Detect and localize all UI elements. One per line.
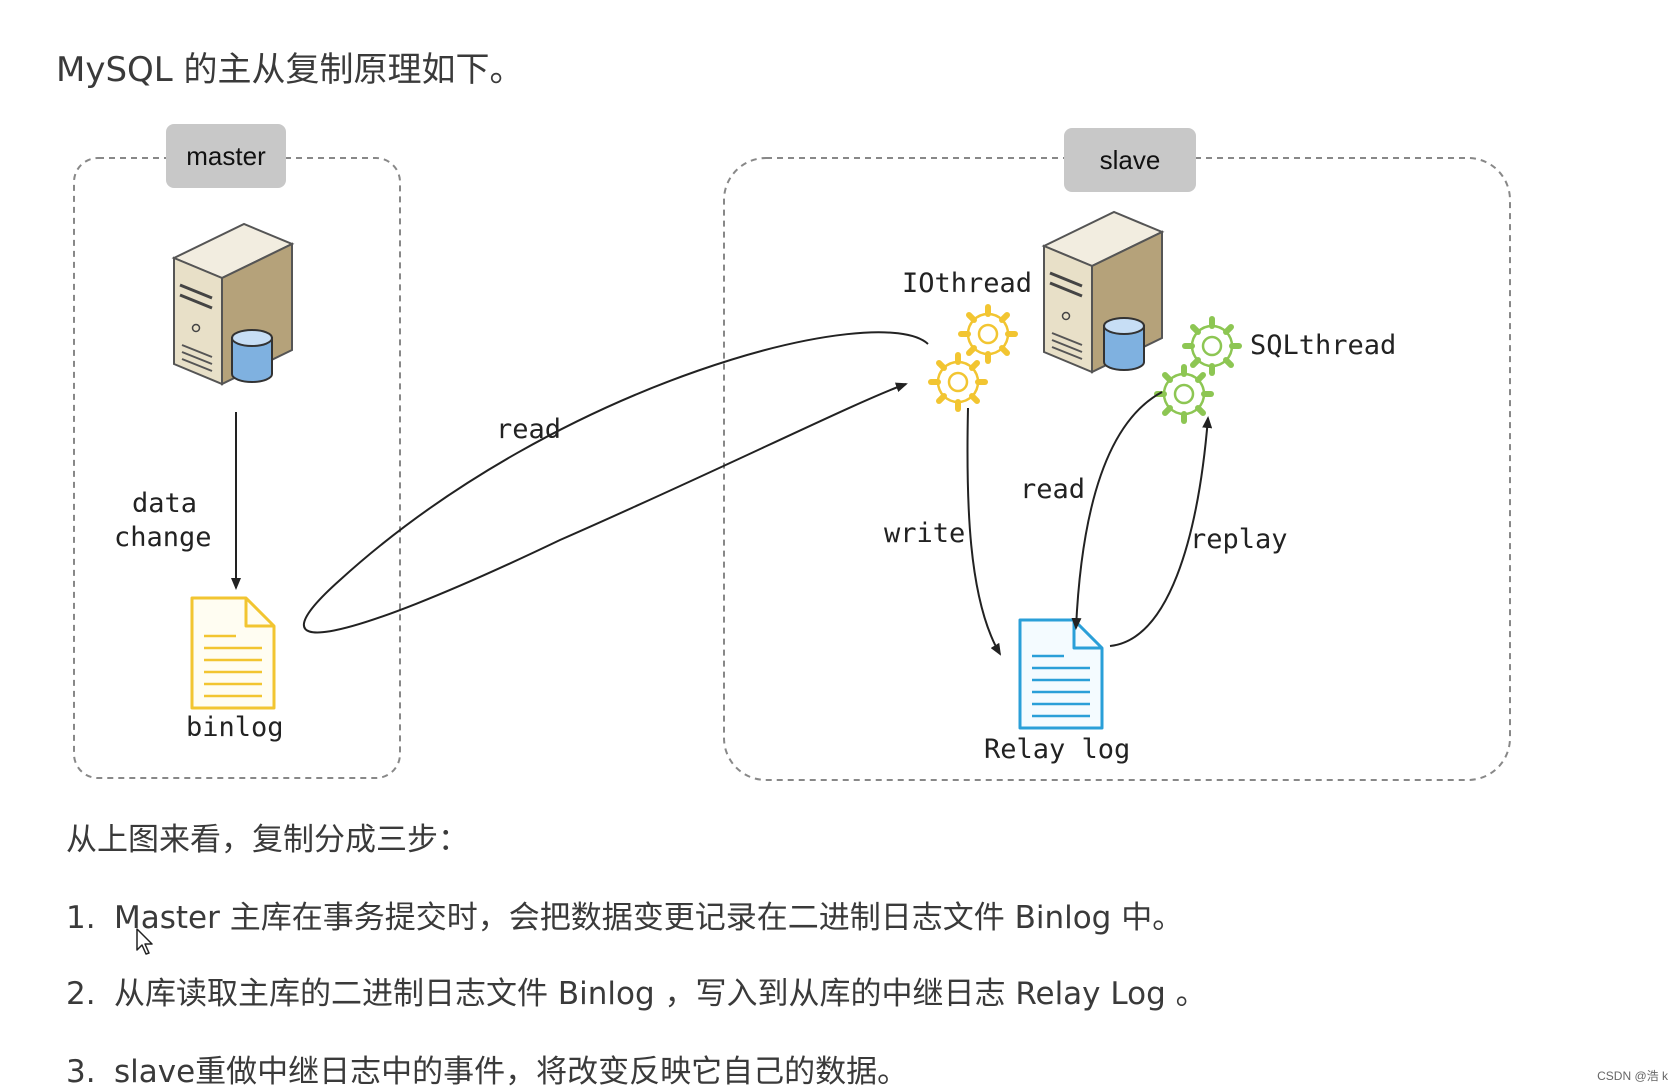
step-1-text: Master 主库在事务提交时，会把数据变更记录在二进制日志文件 Binlog … [114,900,1184,936]
step-3-number: 3. [66,1054,96,1090]
step-2-text: 从库读取主库的二进制日志文件 Binlog ，写入到从库的中继日志 Relay … [114,976,1207,1012]
step-1-number: 1. [66,900,96,936]
relay-log-file-icon [1018,618,1104,730]
watermark: CSDN @浩 k [1597,1069,1668,1083]
write-relay-arrow [966,407,1002,656]
binlog-label: binlog [186,712,284,743]
io-thread-label: IOthread [902,268,1033,299]
summary-text: 从上图来看，复制分成三步： [66,822,469,858]
step-2-number: 2. [66,976,96,1012]
mouse-cursor-icon [136,928,153,955]
sql-read-relay-arrow [1071,391,1163,630]
io-thread-gear-icon [928,304,1018,412]
step-3: 3. slave重做中继日志中的事件，将改变反映它自己的数据。 [66,1046,908,1091]
data-change-label-line2: change [114,522,212,553]
write-label: write [884,518,966,549]
read-binlog-loop-arrow [302,331,929,634]
replay-arrow [1109,416,1213,647]
relay-log-label: Relay log [984,734,1131,765]
step-3-text: slave重做中继日志中的事件，将改变反映它自己的数据。 [114,1054,909,1090]
step-2: 2. 从库读取主库的二进制日志文件 Binlog ，写入到从库的中继日志 Rela… [66,968,1207,1013]
master-server-icon [171,222,295,386]
replay-label: replay [1190,524,1288,555]
binlog-file-icon [190,596,276,710]
slave-read-label: read [1020,474,1086,505]
step-1: 1. Master 主库在事务提交时，会把数据变更记录在二进制日志文件 Binlo… [66,892,1183,937]
replication-diagram [73,157,1511,781]
master-tag: master [166,124,286,188]
slave-server-icon [1041,210,1165,374]
data-change-label-line1: data [132,488,198,519]
slave-container [723,157,1511,781]
sql-thread-gear-icon [1154,316,1242,424]
cross-read-label: read [496,414,562,445]
slave-tag: slave [1064,128,1196,192]
page-title: MySQL 的主从复制原理如下。 [56,50,524,90]
sql-thread-label: SQLthread [1250,330,1397,361]
